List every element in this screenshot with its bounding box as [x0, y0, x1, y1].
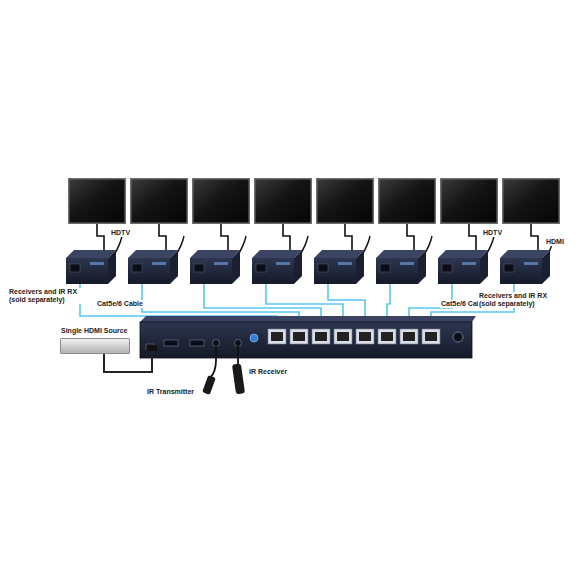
annotation-label: HDTV	[110, 229, 131, 237]
source-device: Single HDMI Source	[60, 327, 130, 354]
annotation-label: HDTV	[482, 229, 503, 237]
annotation-label: Receivers and IR RX (sold separately)	[8, 288, 92, 304]
annotation-label: Cat5e/6 Cable	[96, 300, 144, 308]
annotation-label: HDMI	[545, 238, 565, 246]
annotation-label: IR Receiver	[248, 368, 288, 376]
annotation-label: Receivers and IR RX (sold separately)	[478, 292, 566, 308]
annotation-label: IR Transmitter	[146, 388, 195, 396]
device-label: Single HDMI Source	[60, 327, 130, 335]
source-box	[60, 338, 130, 354]
